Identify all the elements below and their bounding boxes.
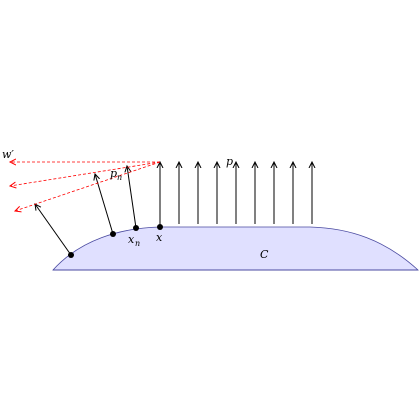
- point-xn: [133, 225, 139, 231]
- label-pn-sub: n: [117, 173, 122, 182]
- label-region-c: C: [260, 248, 269, 261]
- label-pn-base: p: [110, 167, 117, 180]
- points: [68, 224, 163, 258]
- point: [110, 231, 116, 237]
- point-x: [157, 224, 163, 230]
- normal-arrows-curved: [35, 166, 137, 256]
- dashed-ray: [10, 161, 161, 186]
- label-xn: x n: [128, 233, 140, 248]
- label-x: x: [156, 231, 163, 244]
- label-xn-base: x: [128, 233, 135, 246]
- normal-arrows-flat: [160, 162, 312, 227]
- label-pn: p n: [110, 167, 122, 182]
- point: [68, 252, 74, 258]
- dashed-rays: [10, 161, 161, 211]
- label-p: p: [226, 155, 233, 168]
- region-c: [52, 226, 420, 271]
- label-xn-sub: n: [135, 239, 140, 248]
- dashed-ray: [15, 161, 161, 211]
- normal-arrow: [95, 174, 114, 235]
- normal-arrow-xn: [127, 166, 137, 229]
- normal-arrow: [35, 204, 72, 256]
- label-w-prime: w′: [2, 148, 14, 161]
